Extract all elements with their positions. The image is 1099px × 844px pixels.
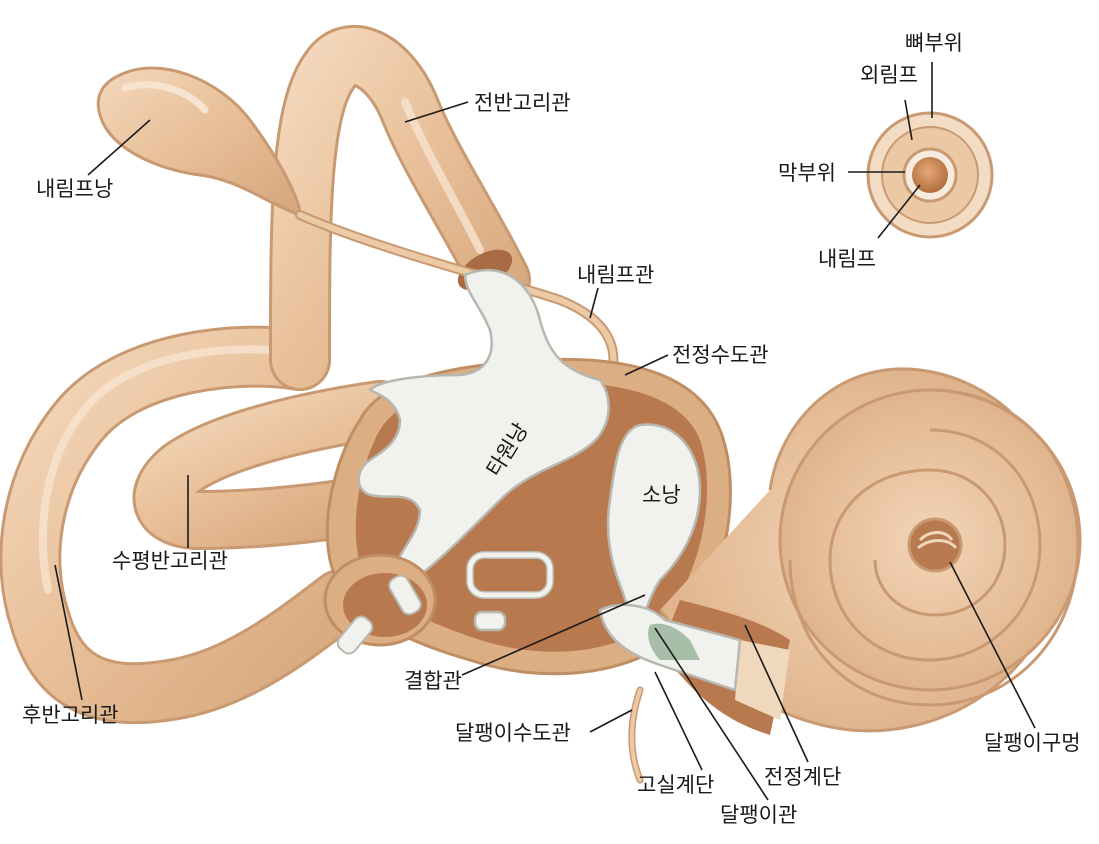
label-ductus-reuniens: 결합관 <box>404 669 462 693</box>
inset-label-bony: 뼈부위 <box>905 31 963 55</box>
leader-lines <box>54 62 1036 801</box>
label-anterior-canal: 전반고리관 <box>474 91 571 115</box>
label-endolymphatic-duct: 내림프관 <box>577 263 654 287</box>
posterior-canal <box>0 325 371 725</box>
cochlear-duct <box>598 603 742 692</box>
endolymphatic-sac <box>96 66 302 218</box>
inset-label-perilymph: 외림프 <box>860 63 918 87</box>
inset-label-membranous: 막부위 <box>778 161 836 185</box>
label-scala-vestibuli: 전정계단 <box>764 765 841 789</box>
posterior-ampulla <box>323 553 437 655</box>
cochlea <box>658 367 1082 735</box>
inset-label-endolymph: 내림프 <box>818 247 876 271</box>
label-lateral-canal: 수평반고리관 <box>112 549 228 573</box>
label-cochlear-duct: 달팽이관 <box>720 803 797 827</box>
label-saccule: 소낭 <box>642 483 681 507</box>
label-cochlear-aqueduct: 달팽이수도관 <box>455 721 571 745</box>
ductus-reuniens-loop <box>466 551 554 632</box>
label-vestibular-aqueduct: 전정수도관 <box>672 343 769 367</box>
lateral-canal <box>132 380 430 551</box>
label-helicotrema: 달팽이구멍 <box>984 731 1081 755</box>
label-endolymphatic-sac: 내림프낭 <box>36 177 113 201</box>
inset-cross-section <box>866 111 994 239</box>
label-scala-tympani: 고실계단 <box>637 773 714 797</box>
label-posterior-canal: 후반고리관 <box>22 703 119 727</box>
